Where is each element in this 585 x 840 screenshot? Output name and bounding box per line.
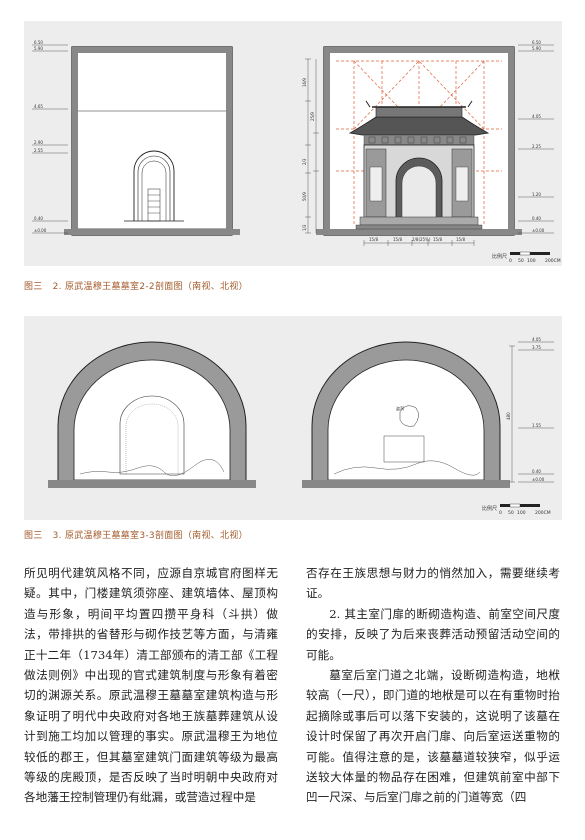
- dimension-label: 2/8(25%): [412, 237, 431, 242]
- fig3-annotation: 盗洞: [396, 405, 404, 411]
- dimension-label: 480: [506, 412, 511, 420]
- elevation-label: 2.90: [34, 140, 43, 145]
- elevation-label: 5.90: [532, 46, 541, 51]
- fig2-left-elevation-labels: 6.505.90 4.65 2.90 2.55 0.40 ±0.00: [34, 40, 47, 233]
- elevation-label: 1.20: [532, 192, 541, 197]
- dimension-label: 1/3: [302, 224, 307, 231]
- body-paragraph: 所见明代建筑风格不同，应源自京城官府图样无疑。其中，门楼建筑须弥座、建筑墙体、屋…: [24, 566, 278, 805]
- elevation-label: 6.50: [34, 40, 43, 45]
- fig2-right-dimension-lines: [305, 58, 319, 234]
- scale-tick: 0: [499, 510, 502, 516]
- scale-tick: 200CM: [545, 258, 561, 264]
- figure-3-caption: 图三 3. 原武温穆王墓墓室3-3剖面图（南视、北视）: [24, 528, 248, 541]
- dimension-label: 25/9: [310, 112, 315, 121]
- fig3-vertical-dimension-labels: 480: [506, 412, 511, 420]
- fig3-scale-bar: 比例尺: [482, 503, 540, 512]
- fig2-scale-label: 比例尺: [492, 253, 507, 260]
- figure-3-caption-text: 3. 原武温穆王墓墓室3-3剖面图（南视、北视）: [52, 531, 248, 541]
- scale-tick: 100: [527, 258, 536, 264]
- fig2-left-section: [64, 46, 240, 236]
- fig3-left-section: [48, 341, 256, 488]
- elevation-label: 0.40: [532, 469, 541, 474]
- elevation-label: 0.40: [532, 216, 541, 221]
- elevation-label: 2.55: [34, 148, 43, 153]
- elevation-label: 5.90: [34, 46, 43, 51]
- elevation-label: ±0.00: [532, 228, 545, 233]
- elevation-label: 6.50: [532, 40, 541, 45]
- elevation-label: 4.65: [34, 104, 43, 109]
- elevation-label: 0.40: [34, 216, 43, 221]
- dimension-label: 15/8: [433, 237, 442, 242]
- figure-2-caption-text: 2. 原武温穆王墓墓室2-2剖面图（南视、北视）: [52, 282, 248, 292]
- body-left-column: 所见明代建筑风格不同，应源自京城官府图样无疑。其中，门楼建筑须弥座、建筑墙体、屋…: [24, 563, 278, 808]
- dimension-label: 16/9: [302, 78, 307, 87]
- elevation-label: 2.25: [532, 144, 541, 149]
- figure-2-caption-number: 图三: [24, 282, 43, 292]
- dimension-label: 15/8: [456, 237, 465, 242]
- elevation-label: 4.05: [532, 337, 541, 342]
- elevation-label: ±0.00: [34, 228, 47, 233]
- dimension-label: 15/8: [369, 237, 378, 242]
- fig2-vertical-dimension-labels: 16/9 25/9 2/3 50/9 1/3: [302, 78, 315, 231]
- body-paragraph: 否存在王族思想与财力的悄然加入，需要继续考证。: [306, 566, 560, 601]
- dimension-label: 15/8: [393, 237, 402, 242]
- elevation-label: ±0.00: [532, 477, 545, 482]
- elevation-label: 4.05: [532, 114, 541, 119]
- fig3-right-section: 盗洞: [302, 341, 510, 488]
- fig2-right-section: [316, 46, 522, 236]
- scale-tick: 0: [509, 258, 512, 264]
- scale-tick: 50: [518, 258, 524, 264]
- fig2-left-elevations: [32, 44, 68, 234]
- fig2-right-elevation-labels: 6.505.90 4.05 2.25 1.20 0.40 ±0.00: [532, 40, 545, 233]
- figure-2-caption: 图三 2. 原武温穆王墓墓室2-2剖面图（南视、北视）: [24, 279, 248, 292]
- scale-tick: 200CM: [535, 510, 551, 516]
- dimension-label: 2/3: [302, 158, 307, 165]
- figure-3-caption-number: 图三: [24, 531, 43, 541]
- fig3-right-elevation-labels: 4.05 3.75 1.55 0.40 ±0.00: [532, 337, 545, 482]
- elevation-label: 1.55: [532, 423, 541, 428]
- scale-tick: 100: [517, 510, 526, 516]
- body-right-column: 否存在王族思想与财力的悄然加入，需要继续考证。 2. 其主室门扉的断砌造构造、前…: [306, 563, 560, 808]
- scale-tick: 50: [508, 510, 514, 516]
- fig2-scale-bar: 比例尺: [492, 251, 550, 260]
- body-paragraph: 墓室后室门道之北端，设断砌造构造，地栿较高（一尺），即门道的地栿是可以在有重物时…: [306, 668, 560, 805]
- figure-2-drawing: 6.505.904.652.902.550.40±0.00: [32, 40, 561, 264]
- dimension-label: 50/9: [302, 192, 307, 201]
- fig3-scale-label: 比例尺: [482, 505, 497, 512]
- elevation-label: 3.75: [532, 345, 541, 350]
- body-paragraph: 2. 其主室门扉的断砌造构造、前室空间尺度的安排，反映了为后来丧葬活动预留活动空…: [306, 606, 560, 662]
